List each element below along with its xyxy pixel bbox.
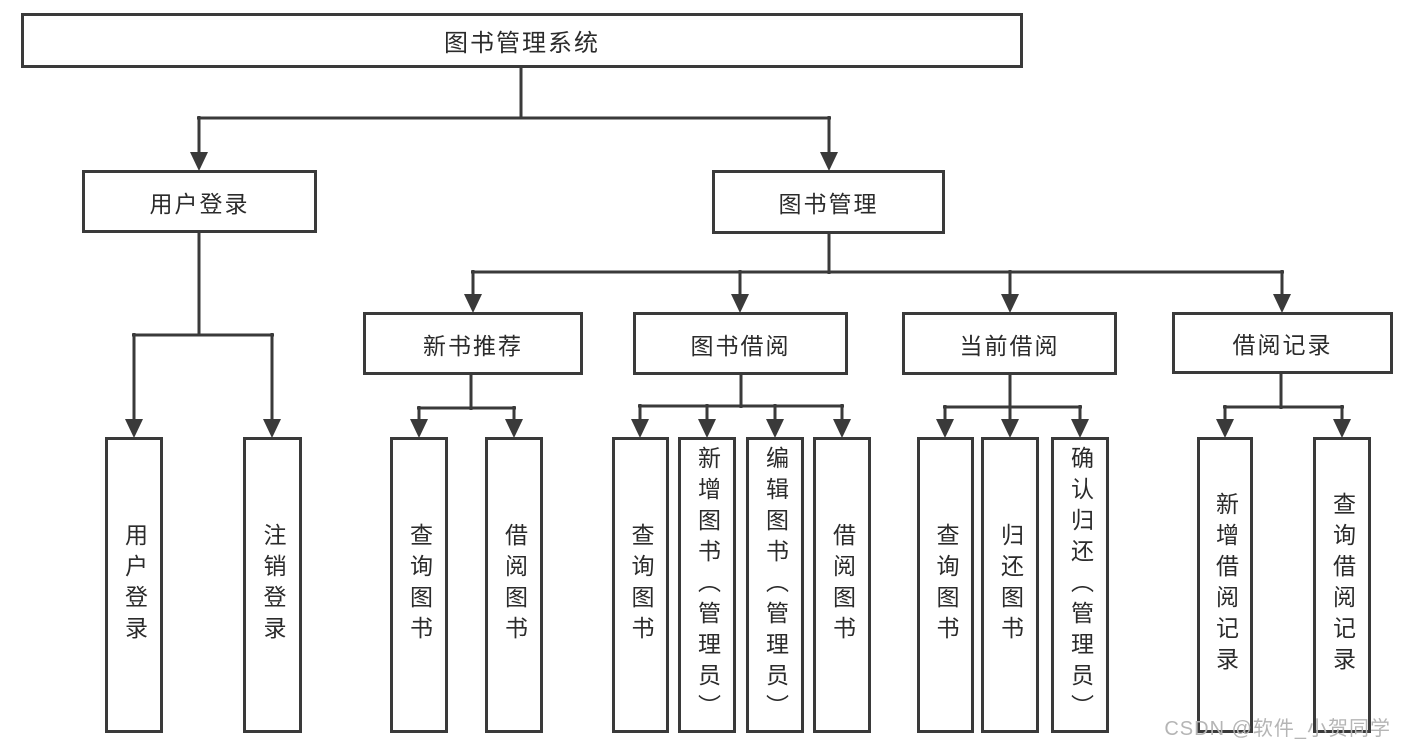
- node-root-label: 图书管理系统: [444, 30, 600, 57]
- leaf-edit-book-admin: 编辑图书（管理员）: [746, 437, 804, 733]
- leaf-confirm-return-admin: 确认归还（管理员）: [1051, 437, 1109, 733]
- node-book-borrow: 图书借阅: [633, 312, 848, 375]
- leaf-query-books-borrow-label: 查询图书: [628, 523, 654, 647]
- leaf-confirm-return-admin-label: 确认归还（管理员）: [1067, 445, 1094, 725]
- leaf-query-books-current-label: 查询图书: [933, 523, 959, 647]
- connector-borrow-records: [1216, 372, 1351, 438]
- leaf-query-books-borrow: 查询图书: [612, 437, 669, 733]
- leaf-edit-book-admin-label: 编辑图书（管理员）: [762, 445, 789, 725]
- node-borrow-records-label: 借阅记录: [1232, 332, 1333, 358]
- leaf-query-books-current: 查询图书: [917, 437, 974, 733]
- node-current-borrow-label: 当前借阅: [959, 332, 1060, 359]
- leaf-user-login-label: 用户登录: [121, 523, 148, 647]
- leaf-borrow-books-recommend: 借阅图书: [485, 437, 543, 733]
- node-user-login-label: 用户登录: [149, 190, 250, 217]
- leaf-return-book: 归还图书: [981, 437, 1039, 733]
- node-book-management: 图书管理: [712, 170, 945, 234]
- leaf-query-books-recommend: 查询图书: [390, 437, 448, 733]
- leaf-borrow-books-label: 借阅图书: [829, 523, 856, 647]
- leaf-add-book-admin: 新增图书（管理员）: [678, 437, 736, 733]
- node-new-book-recommend: 新书推荐: [363, 312, 583, 375]
- leaf-add-borrow-record: 新增借阅记录: [1197, 437, 1253, 733]
- connector-new-book-recommend: [410, 373, 523, 438]
- node-new-book-recommend-label: 新书推荐: [423, 332, 523, 359]
- leaf-logout-label: 注销登录: [260, 523, 286, 647]
- csdn-watermark: CSDN @软件_小贺同学: [1164, 718, 1391, 740]
- node-book-borrow-label: 图书借阅: [690, 332, 791, 359]
- leaf-add-borrow-record-label: 新增借阅记录: [1212, 492, 1239, 678]
- connector-book-management: [464, 232, 1291, 313]
- leaf-borrow-books-recommend-label: 借阅图书: [501, 523, 528, 647]
- connector-root: [190, 66, 838, 171]
- connector-user-login: [125, 231, 281, 438]
- node-user-login: 用户登录: [82, 170, 317, 233]
- leaf-borrow-books: 借阅图书: [813, 437, 871, 733]
- leaf-user-login: 用户登录: [105, 437, 163, 733]
- connector-book-borrow: [631, 373, 851, 438]
- leaf-query-borrow-record: 查询借阅记录: [1313, 437, 1371, 733]
- leaf-logout: 注销登录: [243, 437, 302, 733]
- node-borrow-records: 借阅记录: [1172, 312, 1393, 374]
- leaf-return-book-label: 归还图书: [997, 523, 1024, 647]
- node-book-management-label: 图书管理: [778, 191, 879, 217]
- leaf-query-borrow-record-label: 查询借阅记录: [1329, 492, 1356, 678]
- leaf-query-books-recommend-label: 查询图书: [406, 523, 433, 647]
- node-root: 图书管理系统: [21, 13, 1023, 68]
- leaf-add-book-admin-label: 新增图书（管理员）: [694, 445, 721, 725]
- node-current-borrow: 当前借阅: [902, 312, 1117, 375]
- connector-current-borrow: [936, 373, 1089, 438]
